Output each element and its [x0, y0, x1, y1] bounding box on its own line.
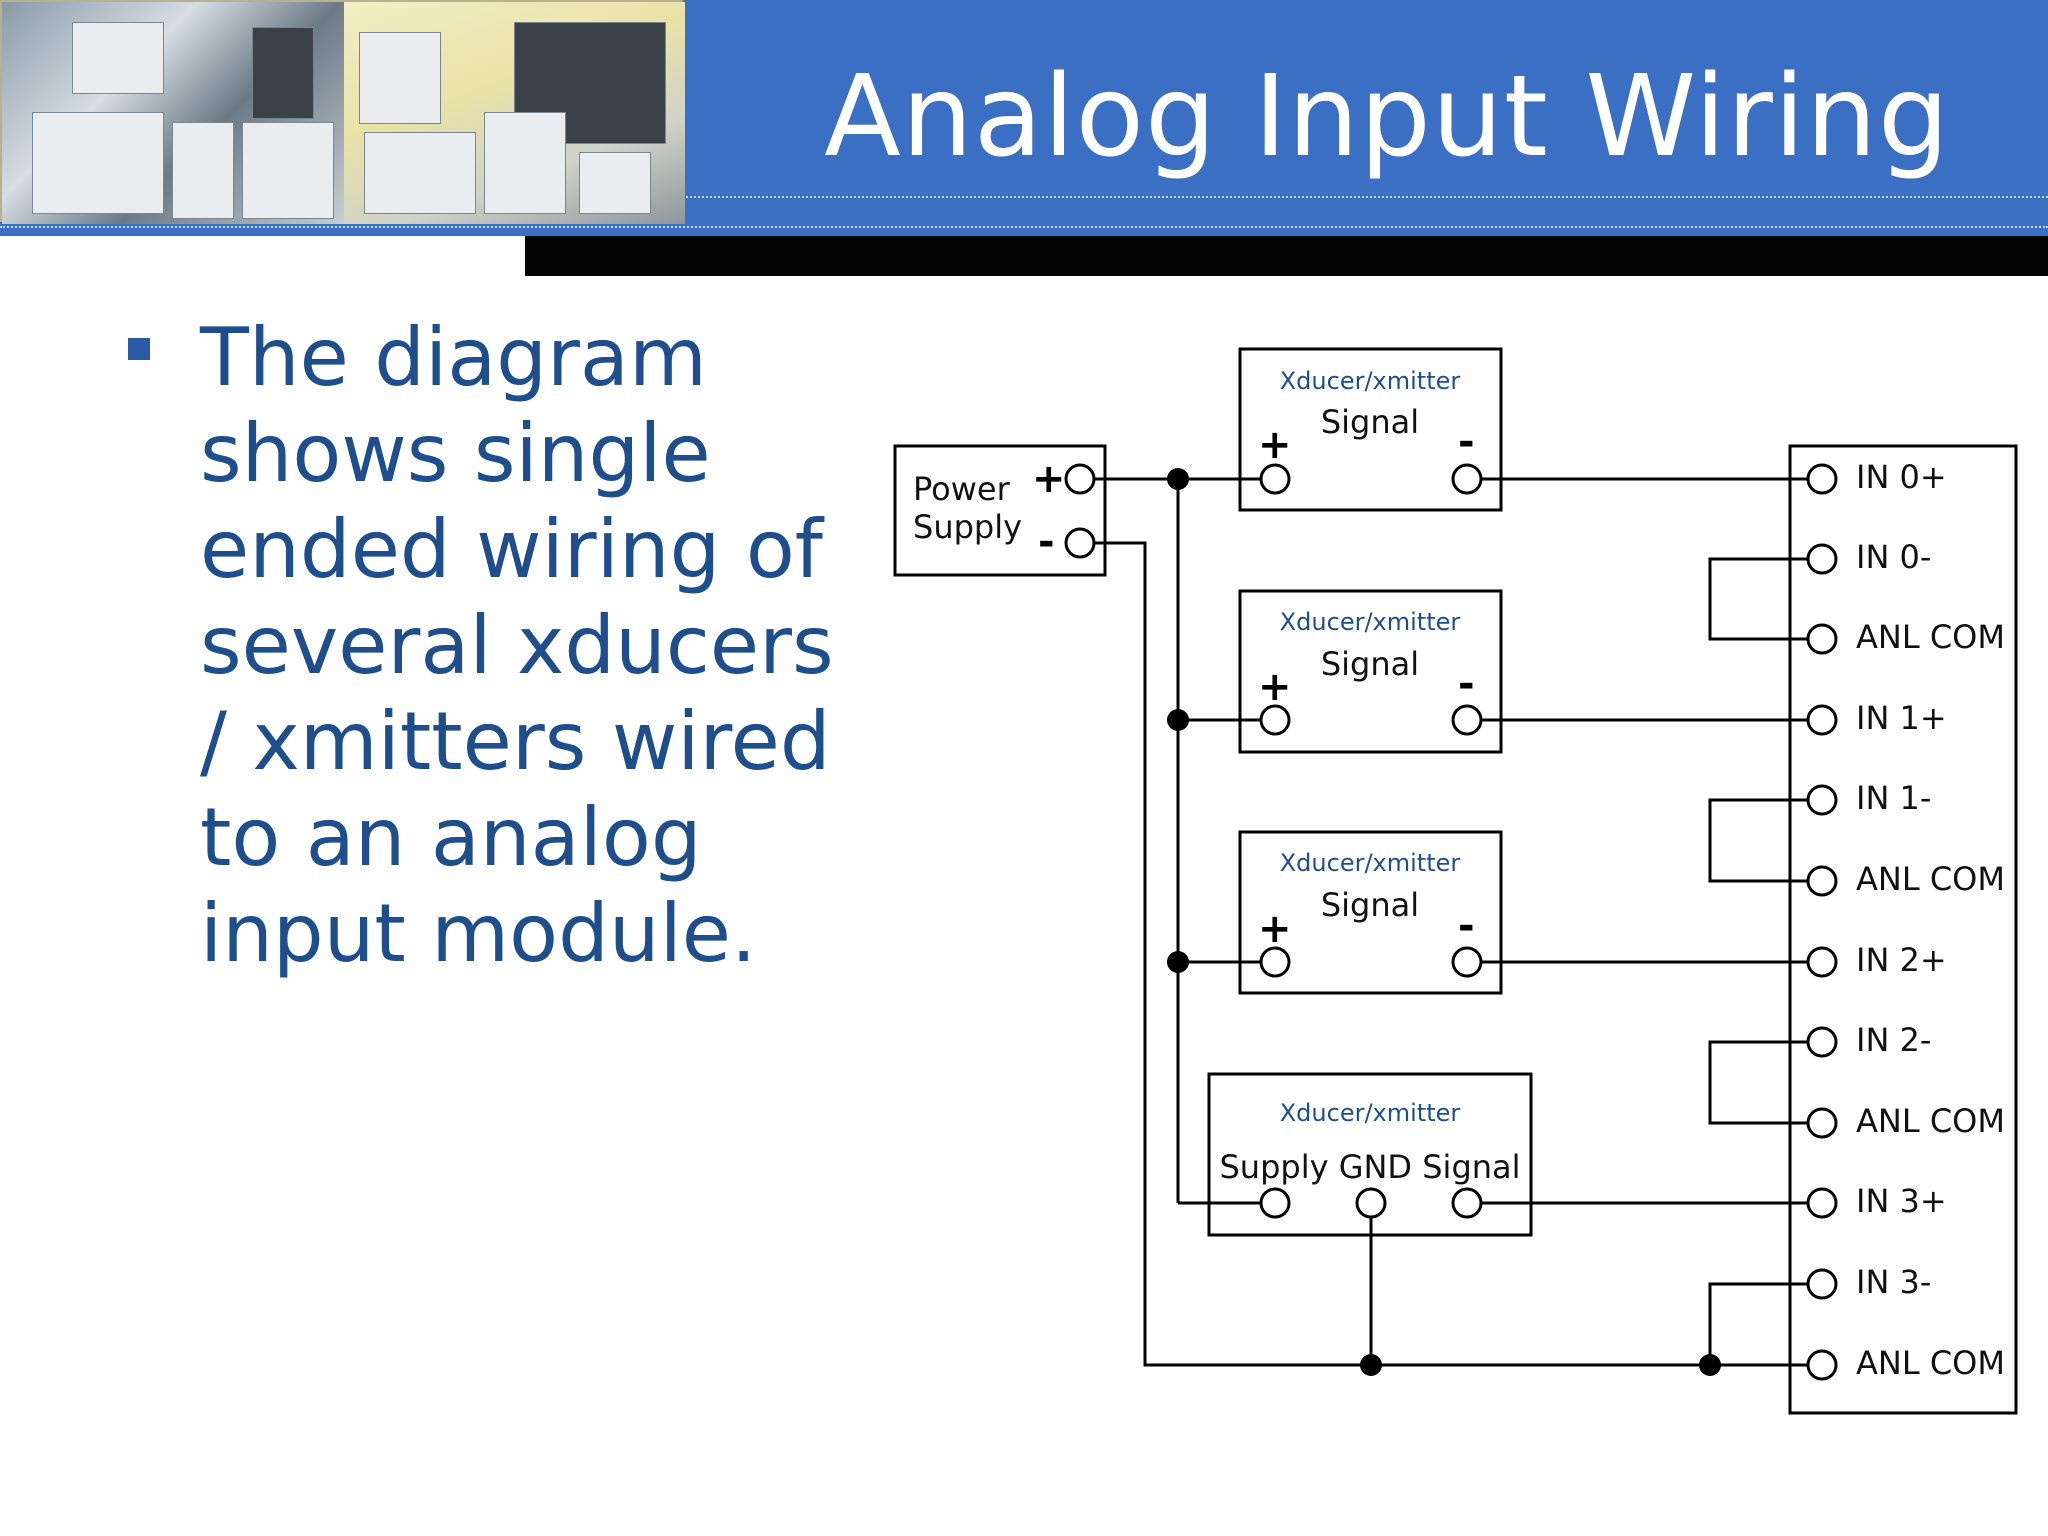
four-wire-gnd-terminal [1355, 1187, 1387, 1219]
power-supply-minus-terminal [1064, 527, 1096, 559]
transmitter-minus-0: - [1458, 419, 1475, 465]
plc-photo-right [344, 2, 685, 224]
transmitter-title-0: Xducer/xmitter [1280, 367, 1461, 395]
transmitter-plus-terminal-2 [1259, 946, 1291, 978]
module-terminal-label-11: ANL COM [1856, 1344, 2005, 1382]
four-wire-title: Xducer/xmitter [1280, 1099, 1461, 1127]
transmitter-plus-1: + [1258, 664, 1292, 710]
transmitter-minus-terminal-2 [1451, 946, 1483, 978]
transmitter-signal-2: Signal [1321, 886, 1419, 924]
four-wire-terminal-labels: Supply GND Signal [1219, 1148, 1520, 1186]
transmitter-title-1: Xducer/xmitter [1280, 608, 1461, 636]
junction-dot [1360, 1354, 1382, 1376]
transmitter-plus-terminal-0 [1259, 463, 1291, 495]
bullet-marker [128, 338, 150, 360]
transmitter-plus-0: + [1258, 422, 1292, 468]
module-terminal-label-4: IN 1- [1856, 779, 1931, 817]
power-supply-label-1: Power [913, 470, 1011, 508]
power-supply-plus: + [1032, 456, 1066, 502]
power-supply-minus: - [1038, 519, 1055, 565]
transmitter-minus-terminal-0 [1451, 463, 1483, 495]
module-terminal-label-8: ANL COM [1856, 1102, 2005, 1140]
plc-hardware-photo [0, 0, 685, 224]
module-terminal-label-6: IN 2+ [1856, 941, 1947, 979]
four-wire-signal-terminal [1451, 1187, 1483, 1219]
header-black-bar [525, 236, 2048, 276]
module-terminal-label-9: IN 3+ [1856, 1182, 1947, 1220]
transmitter-minus-terminal-1 [1451, 704, 1483, 736]
transmitter-plus-terminal-1 [1259, 704, 1291, 736]
module-terminal-label-3: IN 1+ [1856, 699, 1947, 737]
four-wire-supply-terminal [1259, 1187, 1291, 1219]
transmitter-signal-1: Signal [1321, 645, 1419, 683]
transmitter-title-2: Xducer/xmitter [1280, 849, 1461, 877]
module-terminal-label-0: IN 0+ [1856, 458, 1947, 496]
transmitter-minus-2: - [1458, 903, 1475, 949]
transmitter-plus-2: + [1258, 906, 1292, 952]
module-terminal-label-10: IN 3- [1856, 1263, 1931, 1301]
analog-input-module [1788, 444, 2018, 1415]
junction-dot [1167, 709, 1189, 731]
module-terminals [1806, 463, 1838, 1381]
slide-header: Analog Input Wiring [0, 0, 2048, 276]
transmitter-signal-0: Signal [1321, 403, 1419, 441]
module-terminal-label-1: IN 0- [1856, 538, 1931, 576]
power-supply-label-2: Supply [913, 508, 1022, 546]
junction-dot [1699, 1354, 1721, 1376]
junction-dot [1167, 468, 1189, 490]
slide-title: Analog Input Wiring [824, 52, 1950, 182]
transmitter-minus-1: - [1458, 661, 1475, 707]
junction-dot [1167, 951, 1189, 973]
header-dotted-rule [683, 196, 2048, 198]
module-terminal-label-5: ANL COM [1856, 860, 2005, 898]
plc-photo-left [2, 2, 344, 224]
bullet-text: The diagram shows single ended wiring of… [200, 311, 834, 980]
module-terminal-label-2: ANL COM [1856, 618, 2005, 656]
power-supply-plus-terminal [1064, 463, 1096, 495]
header-dotted-rule-lower [0, 226, 2048, 228]
module-terminal-label-7: IN 2- [1856, 1021, 1931, 1059]
